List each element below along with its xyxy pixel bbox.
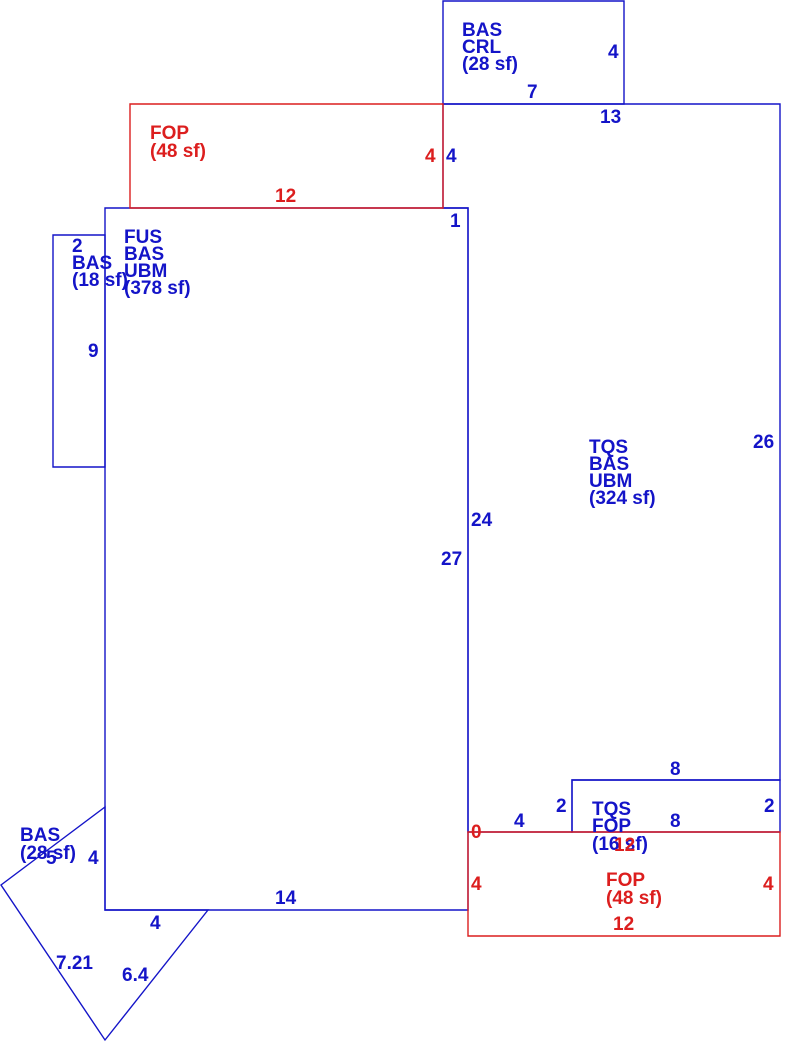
tqs-fop-label: TQS FOP (16 sf): [592, 799, 648, 855]
bas-crl-label: BAS CRL (28 sf): [462, 20, 518, 75]
bas-left-outline: [52, 234, 106, 468]
dim-bas-left-side: 9: [88, 341, 99, 362]
dim-step-bottom: 4: [514, 811, 525, 832]
dim-fop-bottom-right: 4: [763, 874, 774, 895]
dim-triangle-left-diag: 7.21: [56, 953, 93, 974]
fop-bottom-outline: [467, 831, 781, 937]
dim-triangle-top: 5: [46, 848, 57, 869]
dim-fop-bottom-left: 4: [471, 874, 482, 895]
dim-tqs-fop-left: 2: [556, 796, 567, 817]
fop-bottom-label: FOP (48 sf): [606, 870, 662, 909]
dim-tqs-fop-inner: 8: [670, 811, 681, 832]
fop-top-outline: [129, 103, 444, 209]
dim-crl-right: 4: [608, 42, 619, 63]
fop-top-label: FOP (48 sf): [150, 123, 206, 162]
dim-tqs-left: 24: [471, 510, 493, 531]
dim-crl-bottom: 7: [527, 82, 538, 103]
dim-fus-top-right: 1: [450, 211, 461, 232]
bas-bottom-left-label: BAS (28 sf): [20, 825, 76, 864]
fus-bas-ubm-label: FUS BAS UBM (378 sf): [124, 227, 191, 299]
bas-left-label: BAS (18 sf): [72, 253, 128, 291]
bas-bottom-left-outline: [0, 805, 210, 1042]
dim-tqs-fop-right: 2: [764, 796, 775, 817]
dim-fop-top-bottom: 12: [275, 186, 296, 207]
dim-fop-bottom-top: 12: [614, 835, 635, 856]
dim-tqs-fop-top: 8: [670, 759, 681, 780]
dim-tqs-right: 26: [753, 432, 774, 453]
dim-zero: 0: [471, 822, 482, 843]
dim-fop-bottom-bottom: 12: [613, 914, 634, 935]
dim-tqs-top: 13: [600, 107, 621, 128]
tqs-bas-ubm-label: TQS BAS UBM (324 sf): [589, 437, 656, 509]
dimension-labels: 4 7 13 4 4 12 1 2 9 26 24 27 8 2 2 8 4 0…: [46, 42, 775, 986]
dim-triangle-right-diag: 6.4: [122, 965, 149, 986]
dim-triangle-bottom-top: 4: [150, 913, 161, 934]
dim-fus-bottom: 14: [275, 888, 297, 909]
dim-bas-left-top: 2: [72, 236, 83, 257]
fus-bas-ubm-outline: [104, 207, 469, 911]
dim-fop-top-right: 4: [425, 146, 436, 167]
area-labels: BAS CRL (28 sf) FOP (48 sf) FUS BAS UBM …: [20, 20, 662, 909]
dim-fus-right: 27: [441, 549, 462, 570]
dim-fop-top-right-outer: 4: [446, 146, 457, 167]
outlines: [0, 0, 781, 1042]
dim-triangle-right: 4: [88, 848, 99, 869]
